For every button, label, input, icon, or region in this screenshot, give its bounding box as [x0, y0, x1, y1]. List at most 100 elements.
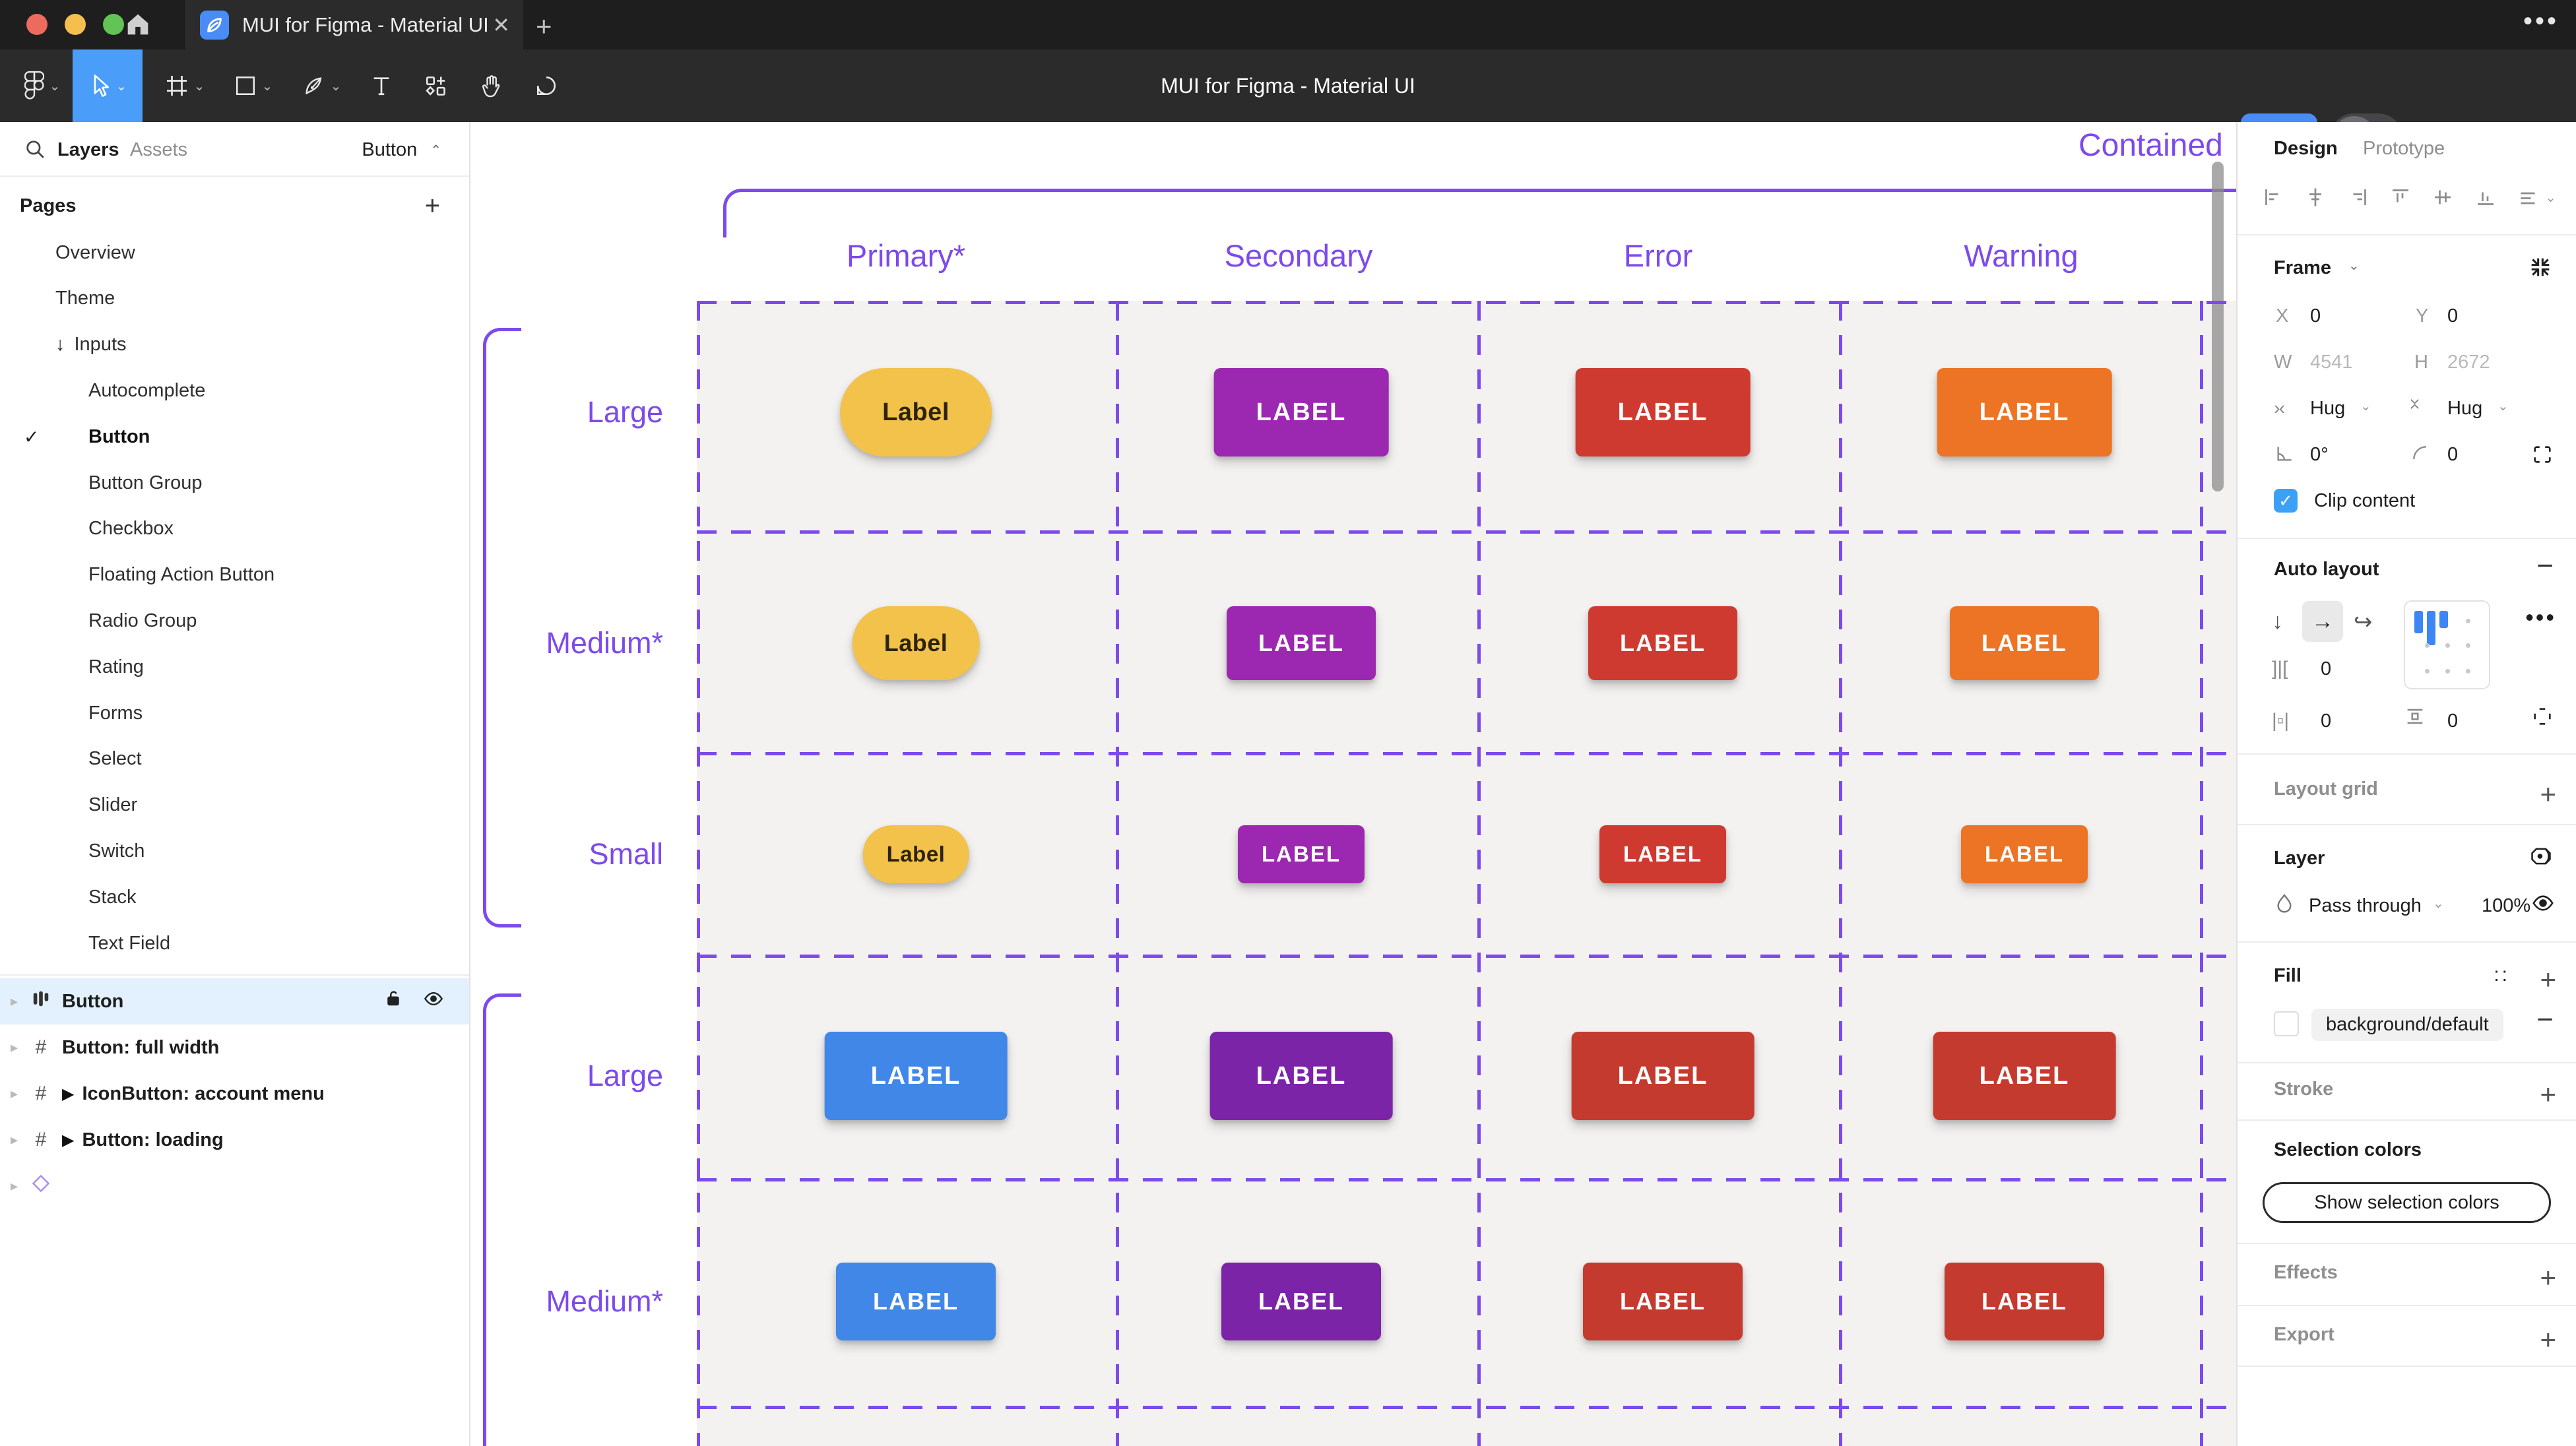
shape-tool-button[interactable]: ⌄	[222, 49, 285, 122]
rotation-value[interactable]: 0°	[2310, 444, 2329, 465]
page-item-stack[interactable]: Stack	[88, 886, 137, 908]
instance-toggle-icon[interactable]: ▶	[62, 1131, 75, 1149]
minimize-window-button[interactable]	[65, 14, 86, 35]
page-item-autocomplete[interactable]: Autocomplete	[88, 379, 206, 401]
maximize-window-button[interactable]	[103, 14, 124, 35]
button-component[interactable]: LABEL	[1209, 1032, 1393, 1120]
layer-row-button-loading[interactable]: ▸#▶Button: loading	[11, 1129, 224, 1150]
independent-corners-icon[interactable]	[2531, 443, 2554, 471]
page-item-forms[interactable]: Forms	[88, 702, 143, 724]
add-effect-button[interactable]: +	[2540, 1262, 2556, 1293]
layer-row-button-full-width[interactable]: ▸#Button: full width	[11, 1036, 220, 1058]
button-component[interactable]: LABEL	[1571, 1032, 1755, 1120]
export-section-title[interactable]: Export	[2274, 1324, 2334, 1345]
effects-section-title[interactable]: Effects	[2274, 1262, 2338, 1283]
button-component[interactable]: LABEL	[1583, 1263, 1743, 1340]
unlock-icon[interactable]	[383, 988, 403, 1015]
add-layout-grid-button[interactable]: +	[2540, 778, 2556, 809]
tab-close-icon[interactable]: ✕	[492, 13, 510, 37]
button-component[interactable]: LABEL	[1945, 1263, 2104, 1340]
layer-section-title[interactable]: Layer	[2274, 848, 2325, 869]
page-item-overview[interactable]: Overview	[55, 241, 135, 263]
button-component[interactable]: LABEL	[1933, 1032, 2116, 1120]
layer-row--menu-[interactable]: ▸	[0, 1163, 469, 1209]
auto-layout-title[interactable]: Auto layout	[2274, 559, 2379, 580]
layer-row-button[interactable]: ▸Button	[0, 978, 469, 1024]
add-page-button[interactable]: +	[424, 191, 440, 220]
add-export-button[interactable]: +	[2540, 1324, 2556, 1355]
button-component[interactable]: Label	[852, 606, 980, 680]
alignment-widget[interactable]	[2404, 600, 2490, 689]
layout-wrap-icon[interactable]: ↩	[2354, 610, 2373, 635]
page-item-inputs[interactable]: ↓Inputs	[55, 334, 127, 356]
file-tab[interactable]: MUI for Figma - Material UI ✕	[185, 0, 523, 49]
expand-chevron-icon[interactable]: ▸	[11, 1039, 18, 1055]
page-item-switch[interactable]: Switch	[88, 840, 145, 862]
page-item-slider[interactable]: Slider	[88, 794, 138, 816]
page-item-checkbox[interactable]: Checkbox	[88, 518, 174, 540]
independent-padding-icon[interactable]	[2531, 705, 2554, 733]
window-more-icon[interactable]: •••	[2523, 7, 2559, 36]
clip-content-checkbox[interactable]: ✓	[2274, 489, 2298, 513]
show-selection-colors-button[interactable]: Show selection colors	[2263, 1182, 2551, 1223]
align-left-icon[interactable]	[2261, 185, 2285, 209]
page-item-text-field[interactable]: Text Field	[88, 932, 171, 954]
home-icon[interactable]	[123, 9, 153, 40]
align-top-icon[interactable]	[2389, 185, 2412, 209]
stroke-section-title[interactable]: Stroke	[2274, 1079, 2334, 1100]
button-component[interactable]: LABEL	[1213, 368, 1389, 456]
fill-color-swatch[interactable]	[2274, 1011, 2299, 1036]
layout-horizontal-icon[interactable]: →	[2302, 601, 2343, 642]
tab-prototype[interactable]: Prototype	[2363, 138, 2445, 159]
corner-radius-value[interactable]: 0	[2447, 444, 2459, 465]
page-item-radio-group[interactable]: Radio Group	[88, 610, 197, 631]
remove-fill-button[interactable]: −	[2536, 1003, 2554, 1036]
page-item-theme[interactable]: Theme	[55, 288, 115, 309]
blend-mode-value[interactable]: Pass through	[2309, 895, 2422, 916]
canvas-scrollbar[interactable]	[2212, 162, 2224, 491]
resources-tool-button[interactable]	[410, 49, 461, 122]
x-value[interactable]: 0	[2310, 305, 2321, 327]
layer-row-iconbutton-account-menu[interactable]: ▸#▶IconButton: account menu	[11, 1083, 325, 1104]
text-tool-button[interactable]	[356, 49, 406, 122]
close-window-button[interactable]	[26, 14, 48, 35]
collapse-panel-icon[interactable]	[2527, 254, 2554, 286]
button-component[interactable]: LABEL	[1575, 368, 1751, 456]
padding-h-value[interactable]: 0	[2321, 710, 2332, 732]
fill-token-chip[interactable]: background/default	[2311, 1009, 2503, 1041]
button-component[interactable]: Label	[862, 825, 969, 883]
fill-section-title[interactable]: Fill	[2274, 965, 2302, 986]
remove-auto-layout-button[interactable]: −	[2536, 550, 2554, 582]
add-fill-button[interactable]: +	[2540, 964, 2556, 995]
search-icon[interactable]	[24, 138, 46, 164]
layout-vertical-icon[interactable]: ↓	[2272, 609, 2283, 634]
page-item-rating[interactable]: Rating	[88, 656, 144, 677]
main-menu-button[interactable]: ⌄	[12, 49, 73, 122]
button-component[interactable]: LABEL	[1950, 606, 2099, 680]
button-component[interactable]: LABEL	[824, 1032, 1008, 1120]
hug-h-value[interactable]: Hug	[2310, 398, 2346, 419]
page-item-button-group[interactable]: Button Group	[88, 472, 203, 493]
y-value[interactable]: 0	[2447, 305, 2459, 327]
button-component[interactable]: LABEL	[1221, 1263, 1381, 1340]
move-tool-button[interactable]: ⌄	[73, 49, 143, 122]
blend-mode-icon[interactable]	[2528, 844, 2554, 874]
page-item-select[interactable]: Select	[88, 748, 142, 770]
page-item-floating-action-button[interactable]: Floating Action Button	[88, 564, 275, 586]
expand-chevron-icon[interactable]: ▸	[11, 1131, 18, 1148]
align-right-icon[interactable]	[2346, 185, 2370, 209]
tab-design[interactable]: Design	[2274, 138, 2338, 159]
layer-visibility-eye-icon[interactable]	[2531, 891, 2555, 920]
add-stroke-button[interactable]: +	[2540, 1079, 2556, 1110]
button-component[interactable]: LABEL	[1937, 368, 2112, 456]
comment-tool-button[interactable]	[521, 49, 571, 122]
visible-eye-icon[interactable]	[423, 988, 444, 1015]
align-bottom-icon[interactable]	[2474, 185, 2497, 209]
w-value[interactable]: 4541	[2310, 352, 2353, 373]
tab-layers[interactable]: Layers	[57, 139, 119, 160]
button-component[interactable]: Label	[840, 368, 992, 456]
button-component[interactable]: LABEL	[1599, 825, 1726, 883]
instance-toggle-icon[interactable]: ▶	[62, 1084, 75, 1103]
frame-tool-button[interactable]: ⌄	[166, 76, 205, 96]
